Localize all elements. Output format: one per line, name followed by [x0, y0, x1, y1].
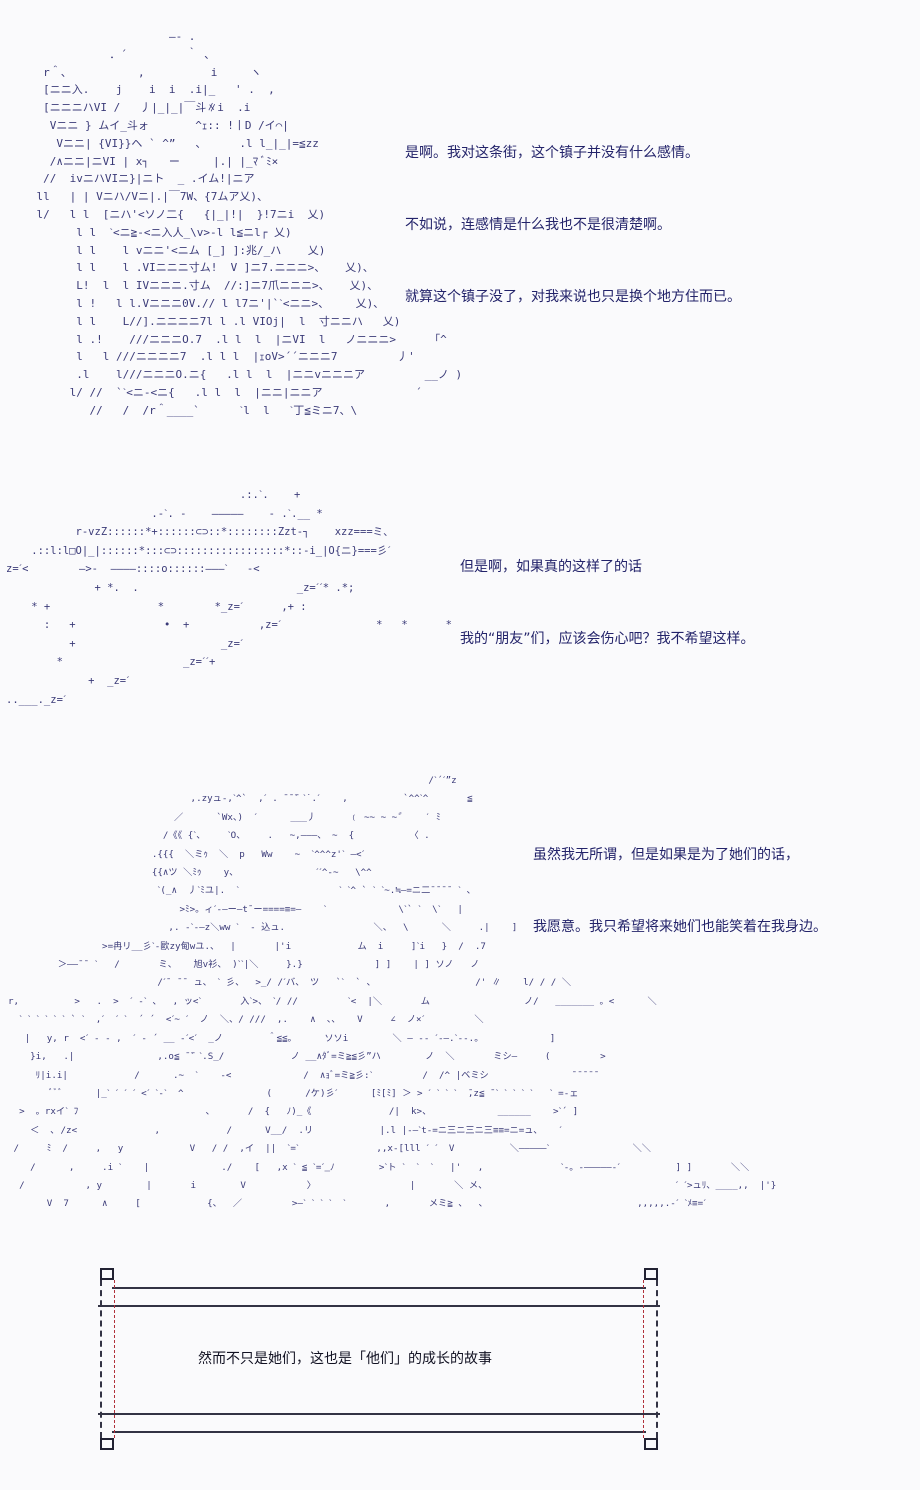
frame-left-post	[100, 1280, 102, 1438]
frame-rail-bottom-inner	[98, 1413, 660, 1415]
ascii-art-monster-tentacles: /ˋ´ˊ”z ,.zyュ-,ˋ^` ,ˊ . ̄ ̄ ̄ˋ ˋ˙.ˊ , `^^…	[8, 775, 777, 1210]
dialog-line: 我愿意。我只希望将来她们也能笑着在我身边。	[533, 919, 827, 935]
frame-corner-bottom-right	[644, 1438, 658, 1450]
frame-rail-top-outer	[112, 1287, 646, 1289]
frame-right-post	[656, 1280, 658, 1438]
dialog-line: 就算这个镇子没了，对我来说也只是换个地方住而已。	[405, 289, 741, 305]
frame-corner-top-left	[100, 1268, 114, 1280]
frame-corner-top-right	[644, 1268, 658, 1280]
dialog-block-1: 是啊。我对这条街，这个镇子并没有什么感情。 不如说，连感情是什么我也不是很清楚啊…	[405, 99, 741, 351]
frame-left-post-accent	[114, 1280, 115, 1438]
dialog-line: 我的“朋友”们，应该会伤心吧？我不希望这样。	[460, 631, 755, 647]
ascii-art-character-standing: ―- . ．´ ｀ 、 r＾、 , i ヽ [ニニ入. j i i .i|_ '…	[36, 30, 463, 417]
dialog-line: 不如说，连感情是什么我也不是很清楚啊。	[405, 217, 671, 233]
narration-text: 然而不只是她们，这也是「他们」的成长的故事	[198, 1351, 492, 1367]
dialog-block-3: 虽然我无所谓，但是如果是为了她们的话， 我愿意。我只希望将来她们也能笑着在我身边…	[533, 801, 827, 981]
ascii-art-sparkle-banner: .:.ˋ. + .-ˋ. - ――――― - .ˋ.__ * r-vzZ::::…	[6, 489, 453, 706]
frame-rail-top-inner	[98, 1305, 660, 1307]
dialog-line: 是啊。我对这条街，这个镇子并没有什么感情。	[405, 145, 699, 161]
frame-right-post-accent	[643, 1280, 644, 1438]
narration-box: 然而不只是她们，这也是「他们」的成长的故事	[98, 1268, 660, 1450]
dialog-line: 但是啊，如果真的这样了的话	[460, 559, 642, 575]
frame-corner-bottom-left	[100, 1438, 114, 1450]
frame-rail-bottom-outer	[112, 1431, 646, 1433]
dialog-line: 虽然我无所谓，但是如果是为了她们的话，	[533, 847, 799, 863]
dialog-block-2: 但是啊，如果真的这样了的话 我的“朋友”们，应该会伤心吧？我不希望这样。	[460, 513, 755, 693]
